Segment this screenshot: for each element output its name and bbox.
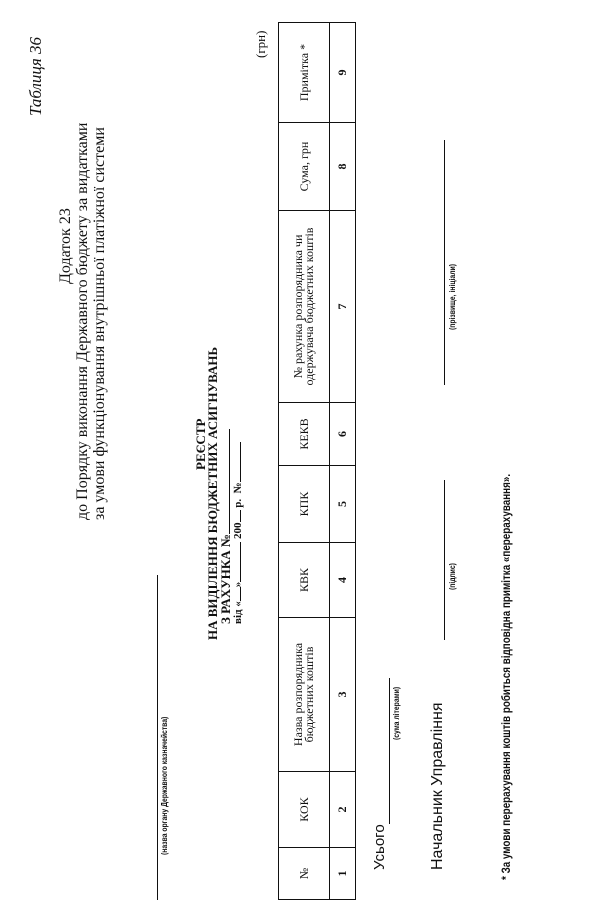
year: 200 [232,522,244,539]
number-cell: 1 [329,847,356,900]
register-table: № КОК Назва розпорядника бюджетних кошті… [278,22,356,900]
total-label: Усього [371,824,388,870]
currency-label: (грн) [253,30,268,58]
header-cell: КОК [278,771,330,848]
name-line [444,140,445,385]
date-mid: » [232,581,244,588]
header-cell: Назва розпорядника бюджетних коштів [278,617,330,772]
year-suffix: р. [232,498,244,508]
signature-caption: (підпис) [448,563,457,590]
number-cell: 2 [329,771,356,848]
date-prefix: від « [232,601,244,624]
total-line [389,678,390,824]
number-cell: 3 [329,617,356,772]
table-label: Таблиця 36 [26,36,45,116]
header-cell: КЕКВ [278,402,330,466]
header-cell: Примітка * [278,22,330,123]
header-cell: № [278,847,330,900]
number-cell: 5 [329,465,356,543]
signature-line [444,480,445,640]
appendix-title: Додаток 23 [57,208,74,284]
number-cell: 8 [329,122,356,211]
table-number-row: 1 2 3 4 5 6 7 8 9 [329,22,356,900]
treasury-caption: (назва органу Державного казначейства) [160,716,169,855]
total-caption: (сума літерами) [392,686,401,740]
header-cell: КПК [278,465,330,543]
account-label: З РАХУНКА № [218,534,233,624]
number-cell: 4 [329,542,356,618]
signature-label: Начальник Управління [429,702,446,871]
treasury-name-line [157,575,158,900]
header-cell: Сума, грн [278,122,330,211]
number-cell: 7 [329,210,356,403]
header-cell: КВК [278,542,330,618]
number-cell: 6 [329,402,356,466]
header-cell: № рахунка розпорядника чи одержувача бюд… [278,210,330,403]
table-header-row: № КОК Назва розпорядника бюджетних кошті… [278,22,330,900]
appendix-line-2: за умови функціонування внутрішньої плат… [91,127,108,520]
number-cell: 9 [329,22,356,123]
number-label: № [232,482,244,494]
name-caption: (прізвище, ініціали) [448,264,457,330]
appendix-line-1: до Порядку виконання Державного бюджету … [74,122,91,520]
footnote: * За умови перерахування коштів робиться… [499,473,513,880]
register-date: від « » 200 р. № [232,442,244,624]
